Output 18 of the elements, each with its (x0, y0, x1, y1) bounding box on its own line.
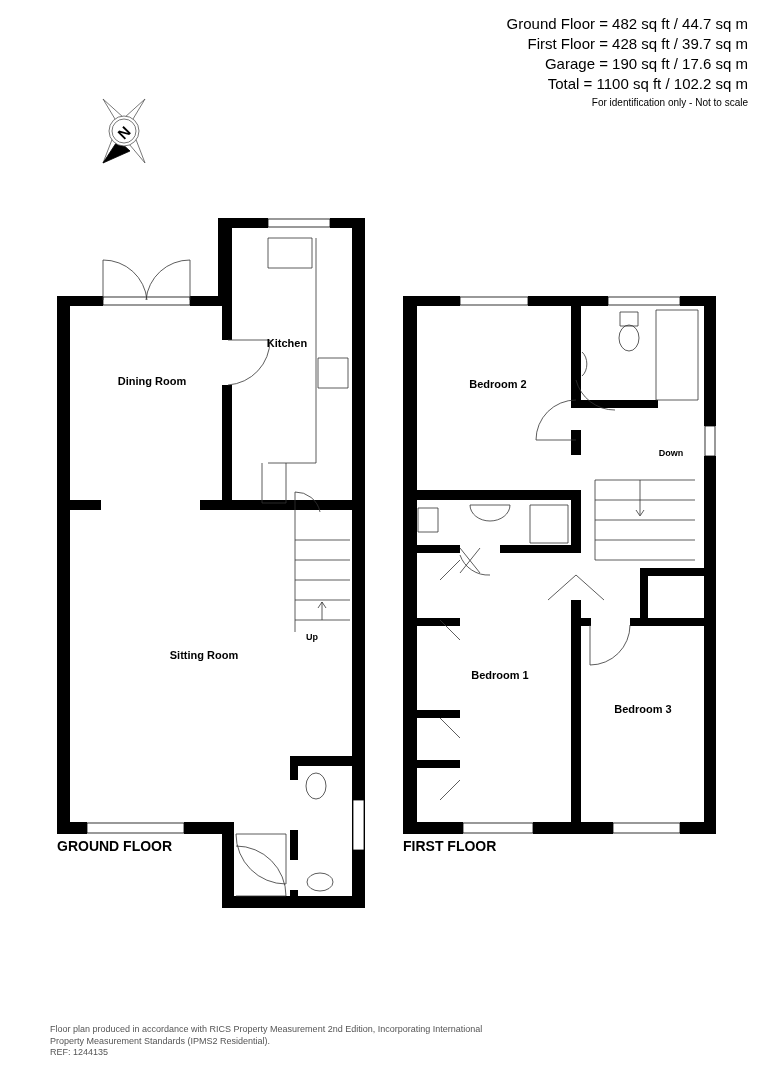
area-summary: Total = 1100 sq ft / 102.2 sq m (547, 75, 748, 92)
area-summary: Garage = 190 sq ft / 17.6 sq m (544, 55, 748, 72)
area-summary: Ground Floor = 482 sq ft / 44.7 sq m (506, 15, 748, 32)
room-label: Bedroom 2 (469, 378, 527, 391)
room-label: Dining Room (117, 375, 187, 388)
reference-number: REF: 1244135 (50, 1046, 109, 1057)
room-label: Bedroom 1 (471, 669, 529, 682)
stair-label: Up (306, 631, 318, 642)
room-label: Sitting Room (169, 649, 239, 662)
compass-letter: N (114, 122, 134, 143)
room-label: Kitchen (266, 337, 308, 350)
area-summary: First Floor = 428 sq ft / 39.7 sq m (527, 35, 748, 52)
stair-label: Down (658, 447, 684, 458)
room-label: Bedroom 3 (614, 703, 672, 716)
floor-title: GROUND FLOOR (57, 837, 173, 854)
disclaimer-note: For identification only - Not to scale (591, 97, 748, 108)
floor-title: FIRST FLOOR (403, 837, 497, 854)
footer-note: Floor plan produced in accordance with RICS Property Measurement 2nd Edition, Incorporating International Property Measurement Standards (IPMS2 Residential). (50, 1022, 484, 1047)
